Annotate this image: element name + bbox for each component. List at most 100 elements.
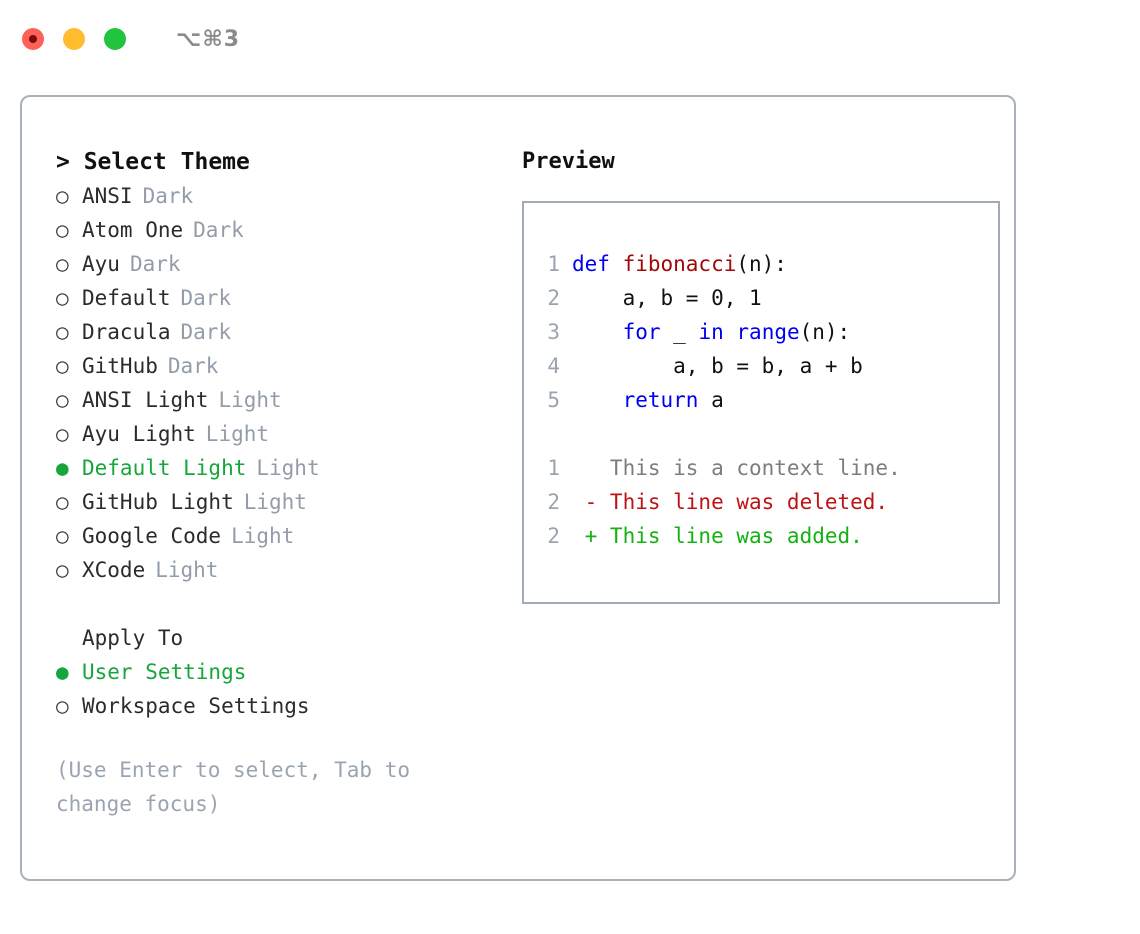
theme-name: Default Light: [82, 456, 247, 480]
theme-name: ANSI Light: [82, 388, 209, 412]
theme-option-github[interactable]: ○ GitHub Dark: [56, 349, 508, 383]
theme-option-xcode[interactable]: ○ XCode Light: [56, 553, 508, 587]
theme-category: Light: [218, 388, 282, 412]
code-token-plain: a, b = 0, 1: [572, 286, 762, 310]
theme-category: Light: [205, 422, 270, 446]
code-text: def fibonacci(n):: [572, 247, 787, 281]
theme-name: XCode: [82, 558, 146, 582]
theme-category: Dark: [129, 252, 181, 276]
theme-category: Dark: [180, 320, 232, 344]
minimize-button-icon[interactable]: [63, 28, 85, 50]
theme-category: Dark: [180, 286, 232, 310]
radio-selected-icon: ●: [56, 660, 69, 684]
theme-name: Atom One: [82, 218, 184, 242]
theme-name: Default: [82, 286, 171, 310]
code-token-plain: (n):: [799, 320, 851, 344]
line-number: 2: [547, 524, 560, 548]
line-number: 1: [547, 456, 560, 480]
radio-unselected-icon: ○: [56, 286, 69, 310]
code-text: This is a context line.: [572, 451, 901, 485]
theme-category: Dark: [142, 184, 194, 208]
theme-name: Ayu Light: [82, 422, 196, 446]
radio-unselected-icon: ○: [56, 218, 69, 242]
code-token-kw: def: [572, 252, 623, 276]
code-text: for _ in range(n):: [572, 315, 851, 349]
keyboard-shortcut-label: ⌥⌘3: [176, 26, 241, 52]
apply-to-option-user-settings[interactable]: ● User Settings: [56, 655, 508, 689]
theme-option-default[interactable]: ○ Default Dark: [56, 281, 508, 315]
theme-name: GitHub: [82, 354, 158, 378]
code-line: 3 for _ in range(n):: [542, 315, 998, 349]
radio-selected-icon: ●: [56, 456, 69, 480]
keyboard-hint-text: (Use Enter to select, Tab to change focu…: [56, 758, 411, 816]
theme-name: Google Code: [82, 524, 222, 548]
code-token-plain: [724, 320, 737, 344]
radio-unselected-icon: ○: [56, 490, 69, 514]
traffic-light-group: [22, 28, 126, 50]
radio-unselected-icon: ○: [56, 252, 69, 276]
code-token-kw: in: [698, 320, 724, 344]
theme-name: ANSI: [82, 184, 133, 208]
apply-to-option-list: ● User Settings ○ Workspace Settings: [56, 655, 508, 723]
line-number: 2: [547, 286, 560, 310]
apply-to-label: Apply To: [82, 626, 184, 650]
radio-unselected-icon: ○: [56, 524, 69, 548]
code-line: 2 a, b = 0, 1: [542, 281, 998, 315]
theme-option-default-light[interactable]: ● Default Light Light: [56, 451, 508, 485]
code-line: 5 return a: [542, 383, 998, 417]
radio-unselected-icon: ○: [56, 558, 69, 582]
apply-to-option-workspace-settings[interactable]: ○ Workspace Settings: [56, 689, 508, 723]
code-text: + This line was added.: [572, 519, 863, 553]
code-token-plain: a, b = b, a + b: [572, 354, 863, 378]
code-token-del: - This line was deleted.: [572, 490, 889, 514]
code-token-plain: [572, 388, 623, 412]
code-token-kw: return: [622, 388, 699, 412]
radio-unselected-icon: ○: [56, 354, 69, 378]
code-token-fn: fibonacci: [622, 252, 737, 276]
code-line: 4 a, b = b, a + b: [542, 349, 998, 383]
code-token-plain: [572, 320, 623, 344]
code-token-kw: for: [622, 320, 661, 344]
theme-category: Light: [155, 558, 219, 582]
line-number: 2: [547, 490, 560, 514]
theme-category: Light: [256, 456, 320, 480]
preview-header: Preview: [522, 149, 615, 174]
maximize-button-icon[interactable]: [104, 28, 126, 50]
radio-unselected-icon: ○: [56, 694, 69, 718]
code-text: a, b = b, a + b: [572, 349, 863, 383]
theme-category: Light: [243, 490, 307, 514]
code-text: a, b = 0, 1: [572, 281, 762, 315]
code-token-plain: _: [660, 320, 699, 344]
theme-name: Ayu: [82, 252, 120, 276]
theme-category: Dark: [193, 218, 244, 242]
code-line: 2 + This line was added.: [542, 519, 998, 553]
select-theme-header: > Select Theme: [56, 149, 250, 175]
apply-to-name: User Settings: [82, 660, 247, 684]
window-titlebar: ⌥⌘3: [0, 0, 1140, 78]
theme-option-ayu[interactable]: ○ Ayu Dark: [56, 247, 508, 281]
record-dot-icon: [29, 35, 37, 43]
radio-unselected-icon: ○: [56, 320, 69, 344]
theme-option-atom-one[interactable]: ○ Atom One Dark: [56, 213, 508, 247]
close-button-icon[interactable]: [22, 28, 44, 50]
code-text: - This line was deleted.: [572, 485, 888, 519]
code-text: return a: [572, 383, 724, 417]
code-token-ctx: This is a context line.: [572, 456, 901, 480]
theme-category: Dark: [167, 354, 219, 378]
code-line: 1 This is a context line.: [542, 451, 998, 485]
code-token-kw: range: [736, 320, 800, 344]
code-token-plain: (n):: [736, 252, 787, 276]
apply-to-name: Workspace Settings: [82, 694, 310, 718]
